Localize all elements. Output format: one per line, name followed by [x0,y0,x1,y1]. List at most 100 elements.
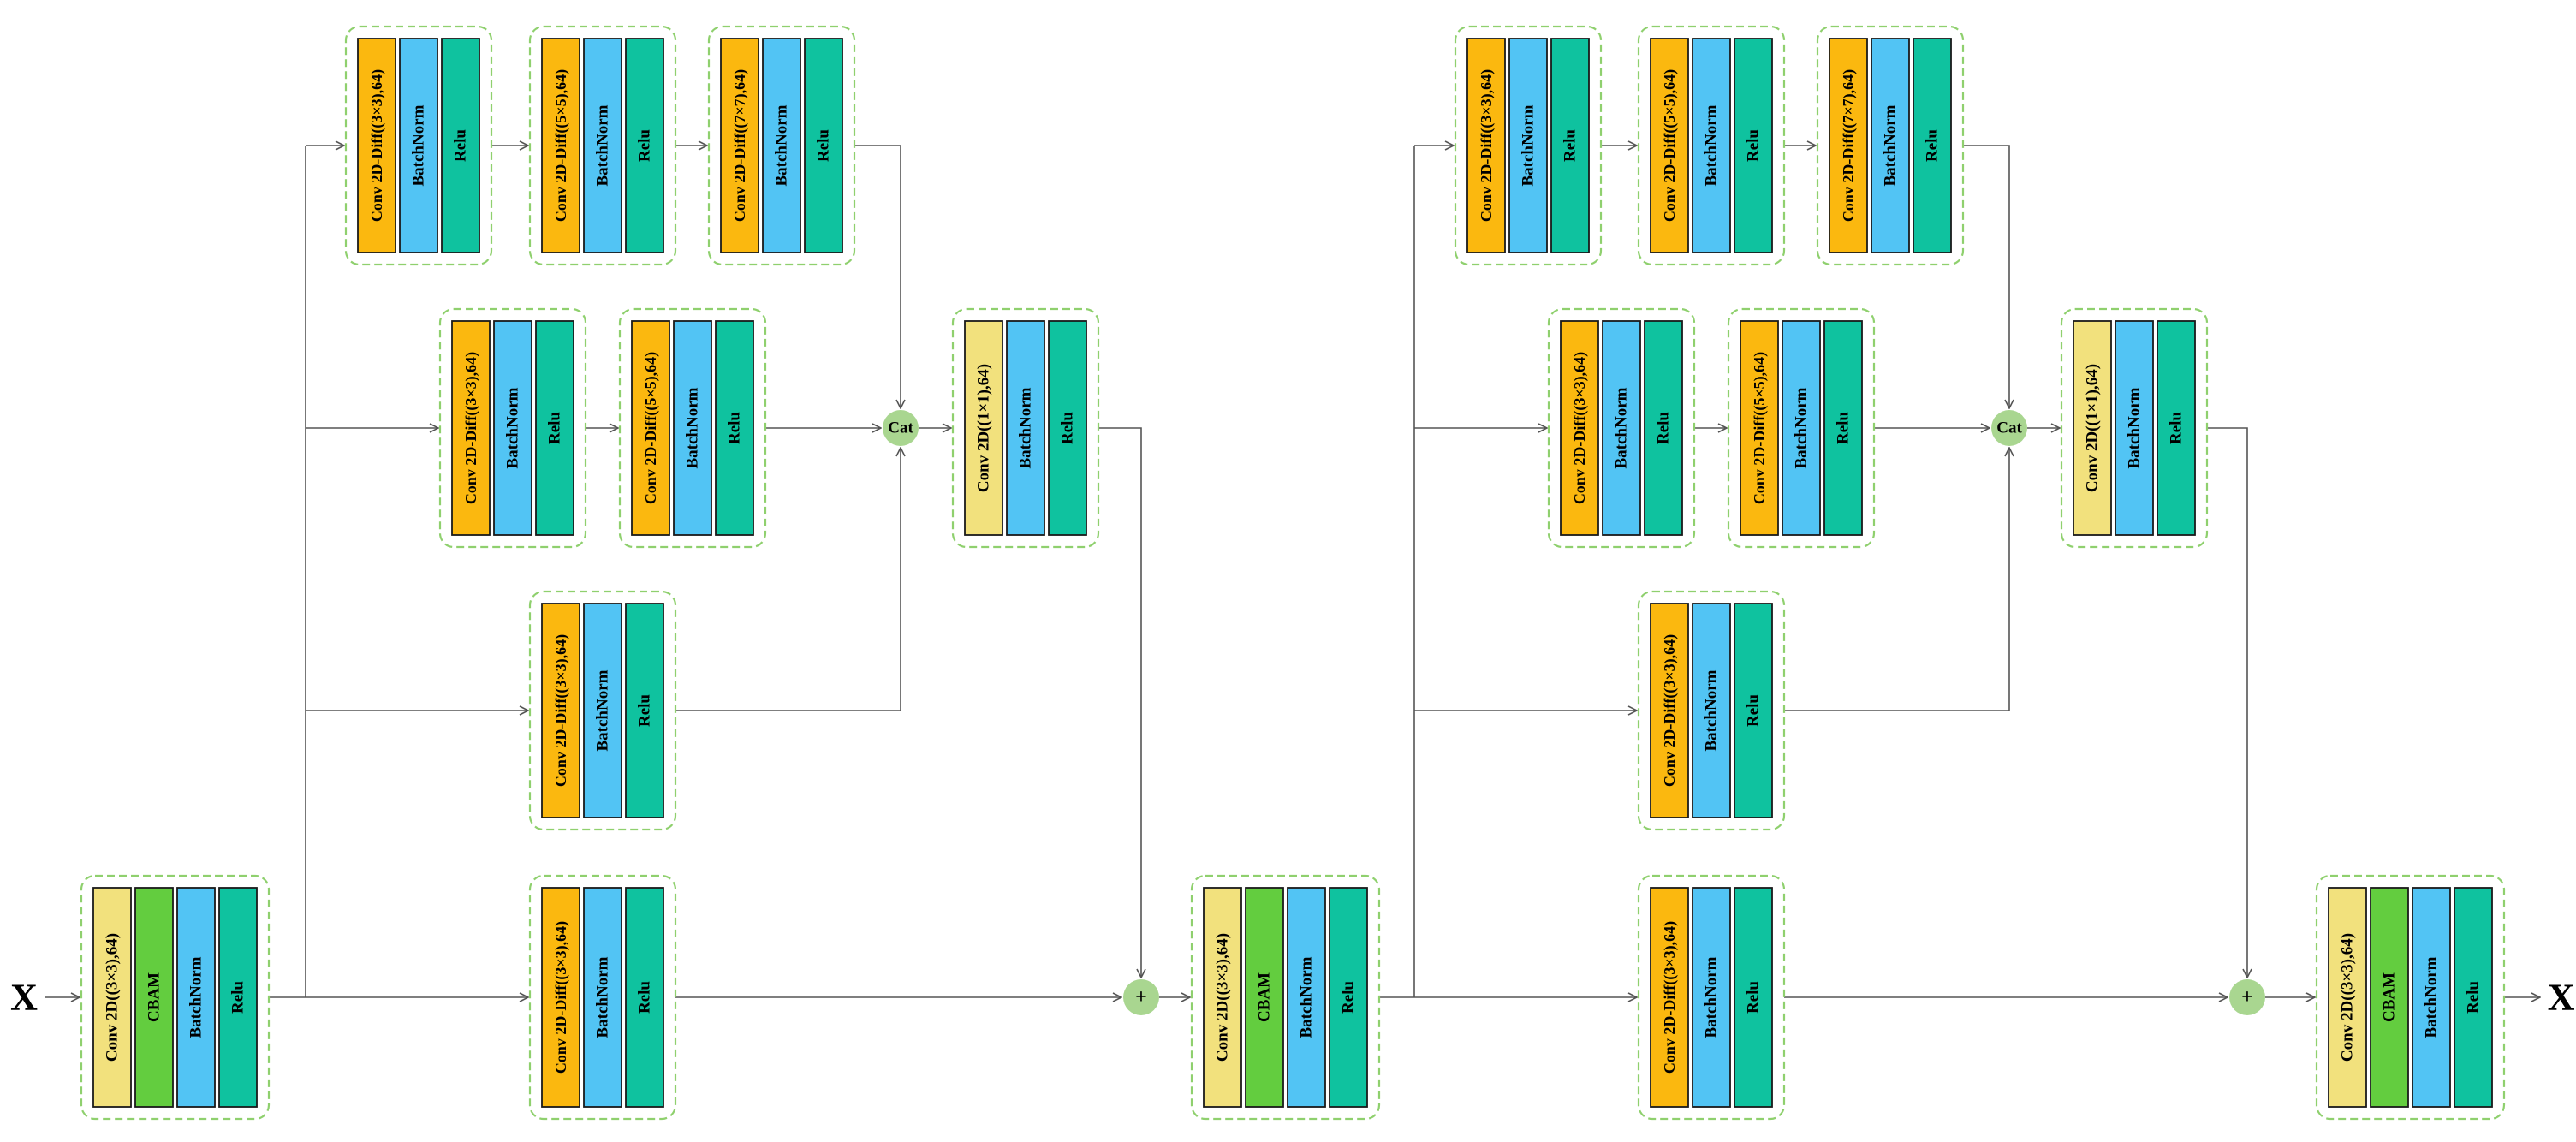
batchnorm-layer [399,38,438,253]
block-1-add-node-circle [1123,979,1159,1015]
block-1-add-node-label: + [1135,986,1147,1008]
group-dashed-border [951,307,1100,549]
batchnorm-label: BatchNorm [1298,956,1316,1038]
conv-diff-7-layer [720,38,759,253]
conv-diff-3-layer [1650,603,1689,818]
batchnorm-label: BatchNorm [410,104,428,186]
relu-label: Relu [229,981,247,1014]
relu-layer [1823,320,1863,536]
relu-layer [1913,38,1952,253]
batchnorm-label: BatchNorm [1613,387,1631,468]
batchnorm-layer [1602,320,1641,536]
group-dashed-border [1727,307,1876,549]
batchnorm-layer [1692,38,1731,253]
block-2-add-node-circle [2229,979,2265,1015]
group-dashed-border [528,25,677,266]
relu-label: Relu [1562,129,1580,162]
relu-label: Relu [636,694,654,727]
batchnorm-layer [1692,887,1731,1108]
conv-diff-3-label: Conv 2D-Diff((3×3),64) [368,69,386,222]
batchnorm-label: BatchNorm [1793,387,1811,468]
conv-diff-3-layer [357,38,396,253]
group-dashed-border [1816,25,1965,266]
batchnorm-label: BatchNorm [684,387,702,468]
block-1-cat-node-circle [883,410,919,446]
batchnorm-layer [1508,38,1548,253]
batchnorm-layer [1287,887,1326,1108]
batchnorm-layer [673,320,712,536]
group-dashed-border [438,307,587,549]
batchnorm-label: BatchNorm [594,956,612,1038]
group-dashed-border [1637,590,1786,831]
conv-diff-3-layer [1466,38,1506,253]
relu-layer [1734,38,1773,253]
relu-layer [804,38,843,253]
relu-label: Relu [1745,694,1763,727]
conv-diff-3-layer [1650,887,1689,1108]
cbam-label: CBAM [2381,972,2399,1022]
batchnorm-label: BatchNorm [1703,669,1721,751]
batchnorm-layer [583,603,622,818]
relu-label: Relu [2465,981,2483,1014]
conv-1-layer [964,320,1003,536]
batchnorm-label: BatchNorm [1703,956,1721,1038]
group-dashed-border [2060,307,2209,549]
block-1-branch1-to-cat [854,145,901,408]
block-1-cat-node-label: Cat [888,419,913,437]
batchnorm-layer [762,38,801,253]
group-dashed-border [1637,25,1786,266]
relu-layer [1329,887,1368,1108]
conv-diff-3-layer [541,887,580,1108]
conv-diff-7-label: Conv 2D-Diff((7×7),64) [731,69,749,222]
conv-diff-3-layer [541,603,580,818]
conv-diff-3-label: Conv 2D-Diff((3×3),64) [552,634,570,787]
cbam-label: CBAM [1256,972,1274,1022]
block-1-branch3-group1: Conv 2D-Diff((3×3),64) BatchNorm Relu [528,590,677,831]
batchnorm-label: BatchNorm [1520,104,1538,186]
relu-label: Relu [815,129,833,162]
connection-lines [45,146,2540,997]
batchnorm-label: BatchNorm [1882,104,1900,186]
relu-layer [218,887,258,1108]
group-dashed-border [1454,25,1603,266]
group-dashed-border [80,874,271,1121]
relu-layer [1734,887,1773,1108]
conv-diff-5-layer [1650,38,1689,253]
conv-3-label: Conv 2D((3×3),64) [1214,933,1232,1062]
relu-layer [2454,887,2493,1108]
batchnorm-layer [1871,38,1910,253]
conv-diff-5-label: Conv 2D-Diff((5×5),64) [642,352,660,504]
batchnorm-label: BatchNorm [773,104,791,186]
batchnorm-label: BatchNorm [1703,104,1721,186]
conv-diff-5-label: Conv 2D-Diff((5×5),64) [1751,352,1769,504]
batchnorm-layer [1782,320,1821,536]
input-x-label: X [10,977,38,1019]
relu-label: Relu [2168,412,2186,444]
conv-diff-3-label: Conv 2D-Diff((3×3),64) [1661,921,1679,1074]
batchnorm-label: BatchNorm [594,669,612,751]
block-1-fuse-to-add [1098,427,1141,978]
batchnorm-layer [1006,320,1045,536]
conv-diff-5-label: Conv 2D-Diff((5×5),64) [1661,69,1679,222]
relu-label: Relu [546,412,564,444]
group-dashed-border [1637,874,1786,1121]
conv-1-layer [2073,320,2112,536]
cbam-layer [2370,887,2409,1108]
relu-layer [1550,38,1590,253]
conv-3-layer [92,887,132,1108]
block-2-branch1-to-cat [1963,145,2009,408]
relu-label: Relu [636,981,654,1014]
batchnorm-label: BatchNorm [504,387,522,468]
group-dashed-border [1547,307,1696,549]
batchnorm-label: BatchNorm [594,104,612,186]
